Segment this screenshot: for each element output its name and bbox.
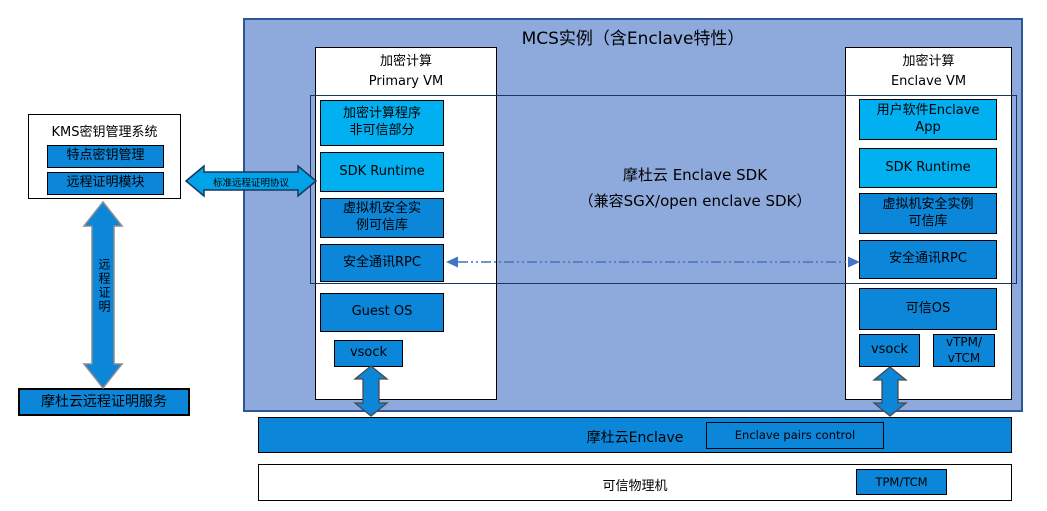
kms-remote-attestation-module: 远程证明模块 — [47, 172, 164, 195]
mcs-instance-title: MCS实例（含Enclave特性） — [521, 29, 745, 49]
tpm-tcm-box: TPM/TCM — [856, 469, 947, 495]
node-guest-os: Guest OS — [320, 293, 444, 332]
remote-attestation-label: 远程证明 — [97, 258, 111, 314]
enclave-vm-title: 加密计算 Enclave VM — [845, 52, 1012, 92]
enclave-layer-bar: 摩杜云Enclave Enclave pairs control — [258, 417, 1012, 453]
kms-box: KMS密钥管理系统 特点密钥管理 远程证明模块 — [28, 114, 181, 199]
primary-vm-title: 加密计算 Primary VM — [315, 52, 497, 92]
node-untrusted-part: 加密计算程序 非可信部分 — [320, 100, 444, 146]
node-vtpm-vtcm: vTPM/ vTCM — [933, 334, 995, 367]
enclave-sdk-label-line1: 摩杜云 Enclave SDK — [622, 166, 768, 184]
enclave-vm-title-cn: 加密计算 — [902, 54, 955, 69]
standard-protocol-label: 标准远程证明协议 — [212, 178, 289, 189]
node-vsock-primary: vsock — [334, 340, 403, 367]
enclave-vm-title-en: Enclave VM — [890, 74, 967, 89]
physical-machine-bar: 可信物理机 TPM/TCM — [258, 464, 1012, 501]
node-secure-rpc-enclave: 安全通讯RPC — [859, 240, 997, 279]
enclave-sdk-label-line2: （兼容SGX/open enclave SDK） — [578, 191, 812, 210]
node-vm-trusted-lib-enclave: 虚拟机安全实例 可信库 — [859, 193, 997, 234]
node-vsock-enclave: vsock — [859, 334, 920, 367]
node-sdk-runtime-primary: SDK Runtime — [320, 152, 444, 192]
node-sdk-runtime-enclave: SDK Runtime — [859, 148, 997, 188]
enclave-sdk-label: 摩杜云 Enclave SDK （兼容SGX/open enclave SDK） — [500, 163, 890, 214]
node-trusted-os: 可信OS — [859, 288, 997, 330]
primary-vm-title-en: Primary VM — [368, 74, 444, 89]
remote-attestation-service-box: 摩杜云远程证明服务 — [18, 388, 190, 416]
physical-machine-label: 可信物理机 — [602, 479, 668, 494]
primary-vm-title-cn: 加密计算 — [379, 54, 432, 69]
kms-title: KMS密钥管理系统 — [51, 125, 158, 140]
enclave-pairs-control-box: Enclave pairs control — [706, 422, 884, 449]
kms-key-management: 特点密钥管理 — [47, 145, 164, 168]
node-secure-rpc-primary: 安全通讯RPC — [320, 244, 444, 282]
node-vm-trusted-lib-primary: 虚拟机安全实 例可信库 — [320, 198, 444, 238]
node-enclave-app: 用户软件Enclave App — [859, 99, 997, 140]
enclave-layer-label: 摩杜云Enclave — [586, 430, 684, 446]
